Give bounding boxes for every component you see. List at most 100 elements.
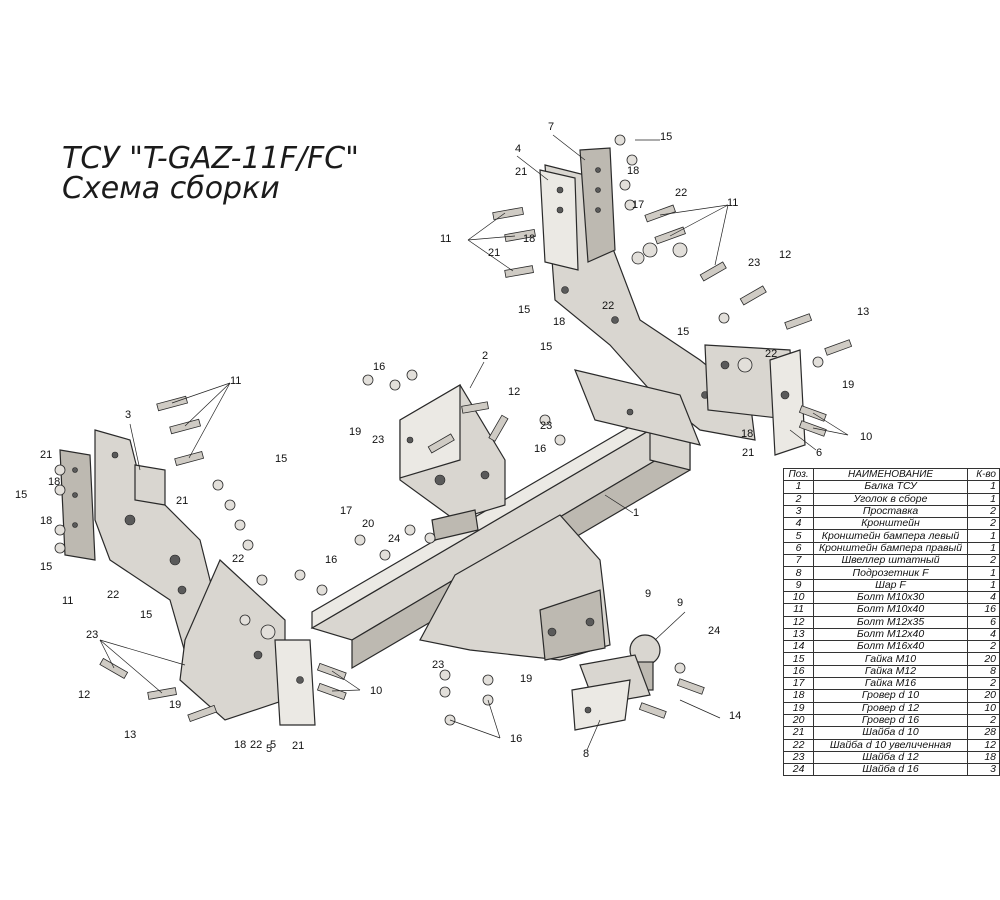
callout-22: 22 xyxy=(675,187,687,199)
cell-position: 5 xyxy=(782,529,815,543)
cell-quantity: 1 xyxy=(966,541,1000,556)
cell-position: 17 xyxy=(782,677,815,691)
cell-quantity: 12 xyxy=(966,738,1000,752)
callout-22: 22 xyxy=(602,300,614,312)
callout-13: 13 xyxy=(124,729,136,741)
callout-23: 23 xyxy=(86,629,98,641)
callout-21: 21 xyxy=(40,449,52,461)
right-bumper-bracket xyxy=(704,344,806,456)
cell-name: Шайба d 10 увеличенная xyxy=(813,738,968,752)
callout-18: 18 xyxy=(553,316,565,328)
callout-4: 4 xyxy=(515,143,521,155)
cell-quantity: 1 xyxy=(966,566,1000,580)
callout-21: 21 xyxy=(742,447,754,459)
callout-22: 22 xyxy=(250,739,262,751)
callout-18: 18 xyxy=(627,165,639,177)
cell-position: 10 xyxy=(782,590,815,605)
callout-15: 15 xyxy=(540,341,552,353)
cell-position: 4 xyxy=(782,517,815,531)
callout-19: 19 xyxy=(520,673,532,685)
cell-position: 12 xyxy=(782,615,815,629)
cell-name: Болт М10х30 xyxy=(813,590,968,605)
cell-quantity: 2 xyxy=(966,517,1000,531)
callout-17: 17 xyxy=(340,505,352,517)
callout-24: 24 xyxy=(708,625,720,637)
cell-quantity: 6 xyxy=(966,615,1000,629)
callout-7: 7 xyxy=(548,121,554,133)
cell-name: Шар F xyxy=(813,578,968,592)
cell-name: Гровер d 12 xyxy=(813,701,968,715)
callout-15: 15 xyxy=(677,326,689,338)
callout-9: 9 xyxy=(677,597,683,609)
cell-quantity: 1 xyxy=(966,529,1000,543)
cell-position: 19 xyxy=(782,701,815,715)
cell-name: Кронштейн бампера левый xyxy=(813,529,968,543)
callout-10: 10 xyxy=(860,431,872,443)
callout-18: 18 xyxy=(523,233,535,245)
callout-18: 18 xyxy=(741,428,753,440)
cell-name: Гайка М10 xyxy=(813,652,968,666)
cell-quantity: 10 xyxy=(966,701,1000,715)
cell-position: 20 xyxy=(782,713,815,728)
cell-name: Гайка М12 xyxy=(813,664,968,679)
callout-21: 21 xyxy=(488,247,500,259)
cell-name: Болт М12х35 xyxy=(813,615,968,629)
callout-22: 22 xyxy=(232,553,244,565)
cell-position: 16 xyxy=(782,664,815,679)
cell-quantity: 18 xyxy=(966,750,1000,765)
callout-18: 18 xyxy=(40,515,52,527)
callout-2: 2 xyxy=(482,350,488,362)
cell-position: 23 xyxy=(782,750,815,765)
callout-17: 17 xyxy=(632,199,644,211)
diagram-subtitle: Схема сборки xyxy=(62,171,280,206)
cell-name: Подрозетник F xyxy=(813,566,968,580)
callout-11: 11 xyxy=(230,375,241,387)
cell-position: 8 xyxy=(782,566,815,580)
cell-position: 15 xyxy=(782,652,815,666)
callout-23: 23 xyxy=(372,434,384,446)
callout-11: 11 xyxy=(440,233,451,245)
callout-labels: 1234567891011111111121212131314151515151… xyxy=(15,121,872,760)
cell-name: Гровер d 10 xyxy=(813,689,968,703)
callout-23: 23 xyxy=(432,659,444,671)
cell-name: Шайба d 12 xyxy=(813,750,968,765)
cell-quantity: 4 xyxy=(966,627,1000,642)
callout-22: 22 xyxy=(107,589,119,601)
callout-11: 11 xyxy=(62,595,73,607)
callout-22: 22 xyxy=(765,348,777,360)
cell-position: 2 xyxy=(782,492,815,506)
cell-quantity: 20 xyxy=(966,652,1000,666)
callout-3: 3 xyxy=(125,409,131,421)
callout-15: 15 xyxy=(275,453,287,465)
callout-18: 18 xyxy=(234,739,246,751)
callout-23: 23 xyxy=(748,257,760,269)
table-header-row: Поз. НАИМЕНОВАНИЕ К-во xyxy=(782,467,1000,482)
cell-quantity: 20 xyxy=(966,689,1000,703)
cell-quantity: 2 xyxy=(966,713,1000,728)
right-spacer-plate xyxy=(574,369,701,446)
fasteners xyxy=(54,134,853,726)
callout-5: 5 xyxy=(266,743,272,755)
callout-11: 11 xyxy=(727,197,738,209)
cell-name: Проставка xyxy=(813,504,968,519)
right-channel xyxy=(579,147,616,263)
cell-position: 9 xyxy=(782,578,815,592)
left-spacer xyxy=(134,464,166,506)
callout-19: 19 xyxy=(349,426,361,438)
cell-position: 11 xyxy=(782,603,815,617)
